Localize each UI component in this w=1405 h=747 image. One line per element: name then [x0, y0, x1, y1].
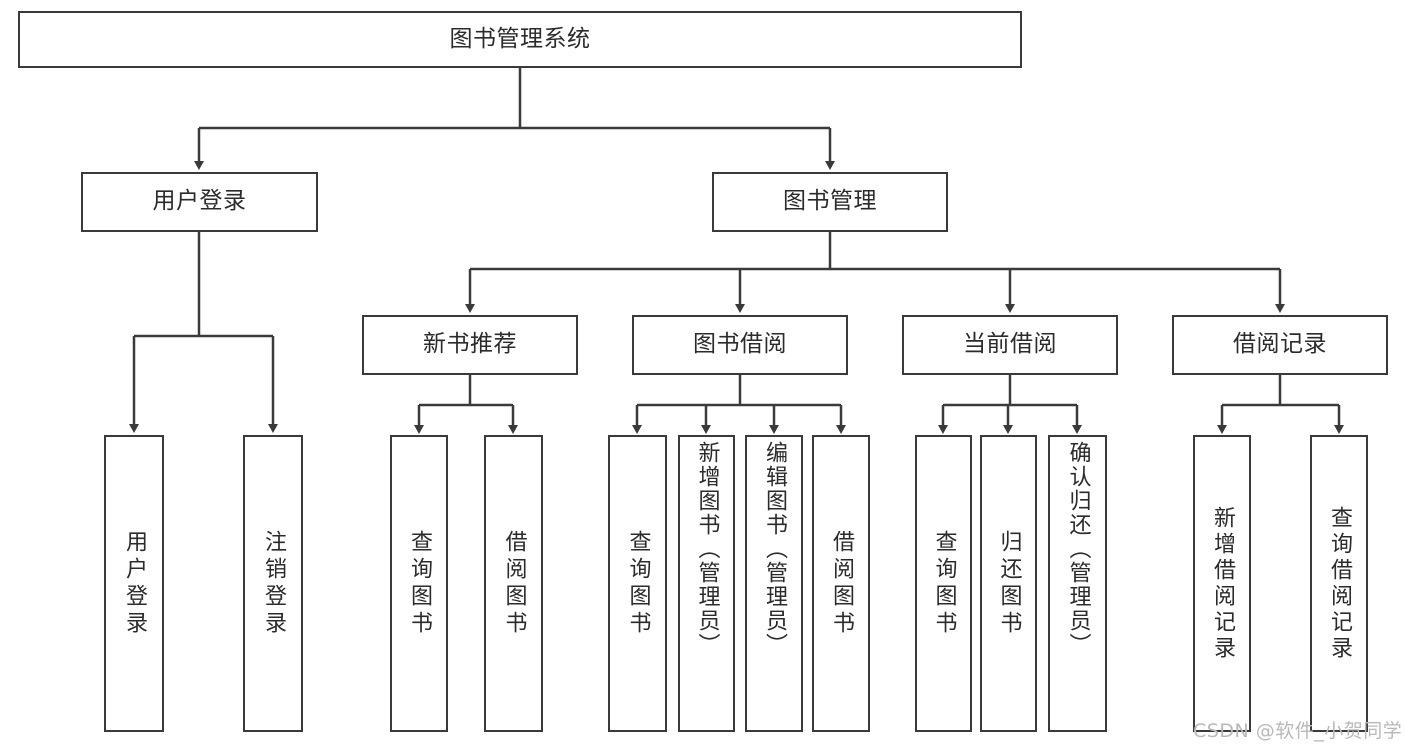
- node-leaf-query-book-2-label: 查询图书: [625, 529, 651, 638]
- node-leaf-borrow-book-2[interactable]: 借阅图书: [812, 435, 870, 732]
- node-user-login-label: 用户登录: [152, 188, 247, 215]
- node-leaf-query-record-label: 查询借阅记录: [1327, 505, 1352, 662]
- node-leaf-query-book-1[interactable]: 查询图书: [390, 435, 448, 732]
- node-leaf-add-record[interactable]: 新增借阅记录: [1193, 435, 1251, 732]
- node-current-borrow[interactable]: 当前借阅: [902, 315, 1118, 375]
- node-leaf-user-login-label: 用户登录: [122, 529, 147, 638]
- node-leaf-user-login[interactable]: 用户登录: [104, 435, 164, 732]
- node-leaf-return-book-label: 归还图书: [996, 529, 1022, 638]
- node-leaf-logout[interactable]: 注销登录: [243, 435, 303, 732]
- node-leaf-query-book-1-label: 查询图书: [407, 529, 432, 638]
- node-leaf-borrow-book-1[interactable]: 借阅图书: [484, 435, 543, 732]
- node-leaf-confirm-return-label: 确认归还（管理员）: [1065, 441, 1091, 657]
- node-leaf-edit-book[interactable]: 编辑图书（管理员）: [745, 435, 803, 732]
- csdn-watermark: CSDN @软件_小贺同学: [1193, 720, 1403, 742]
- node-leaf-query-book-2[interactable]: 查询图书: [608, 435, 667, 732]
- node-leaf-query-book-3-label: 查询图书: [931, 529, 957, 638]
- node-leaf-query-record[interactable]: 查询借阅记录: [1310, 435, 1368, 732]
- node-leaf-query-book-3[interactable]: 查询图书: [915, 435, 972, 732]
- node-book-manage[interactable]: 图书管理: [712, 172, 948, 232]
- node-borrow-record[interactable]: 借阅记录: [1172, 315, 1388, 375]
- node-leaf-edit-book-label: 编辑图书（管理员）: [762, 441, 787, 657]
- node-root-label: 图书管理系统: [449, 25, 591, 52]
- node-new-book-recommend-label: 新书推荐: [423, 331, 517, 358]
- node-book-borrow[interactable]: 图书借阅: [632, 315, 848, 375]
- node-root[interactable]: 图书管理系统: [18, 11, 1022, 68]
- node-new-book-recommend[interactable]: 新书推荐: [362, 315, 578, 375]
- node-book-manage-label: 图书管理: [783, 188, 877, 215]
- node-leaf-return-book[interactable]: 归还图书: [980, 435, 1037, 732]
- node-leaf-logout-label: 注销登录: [261, 529, 286, 638]
- node-leaf-borrow-book-2-label: 借阅图书: [829, 529, 854, 638]
- node-leaf-confirm-return[interactable]: 确认归还（管理员）: [1048, 435, 1107, 732]
- node-leaf-add-book[interactable]: 新增图书（管理员）: [678, 435, 735, 732]
- node-leaf-add-record-label: 新增借阅记录: [1210, 505, 1235, 662]
- node-current-borrow-label: 当前借阅: [963, 331, 1057, 358]
- node-leaf-borrow-book-1-label: 借阅图书: [501, 529, 527, 638]
- node-book-borrow-label: 图书借阅: [693, 331, 787, 358]
- node-leaf-add-book-label: 新增图书（管理员）: [694, 441, 720, 657]
- node-user-login[interactable]: 用户登录: [81, 172, 318, 232]
- node-borrow-record-label: 借阅记录: [1233, 331, 1327, 358]
